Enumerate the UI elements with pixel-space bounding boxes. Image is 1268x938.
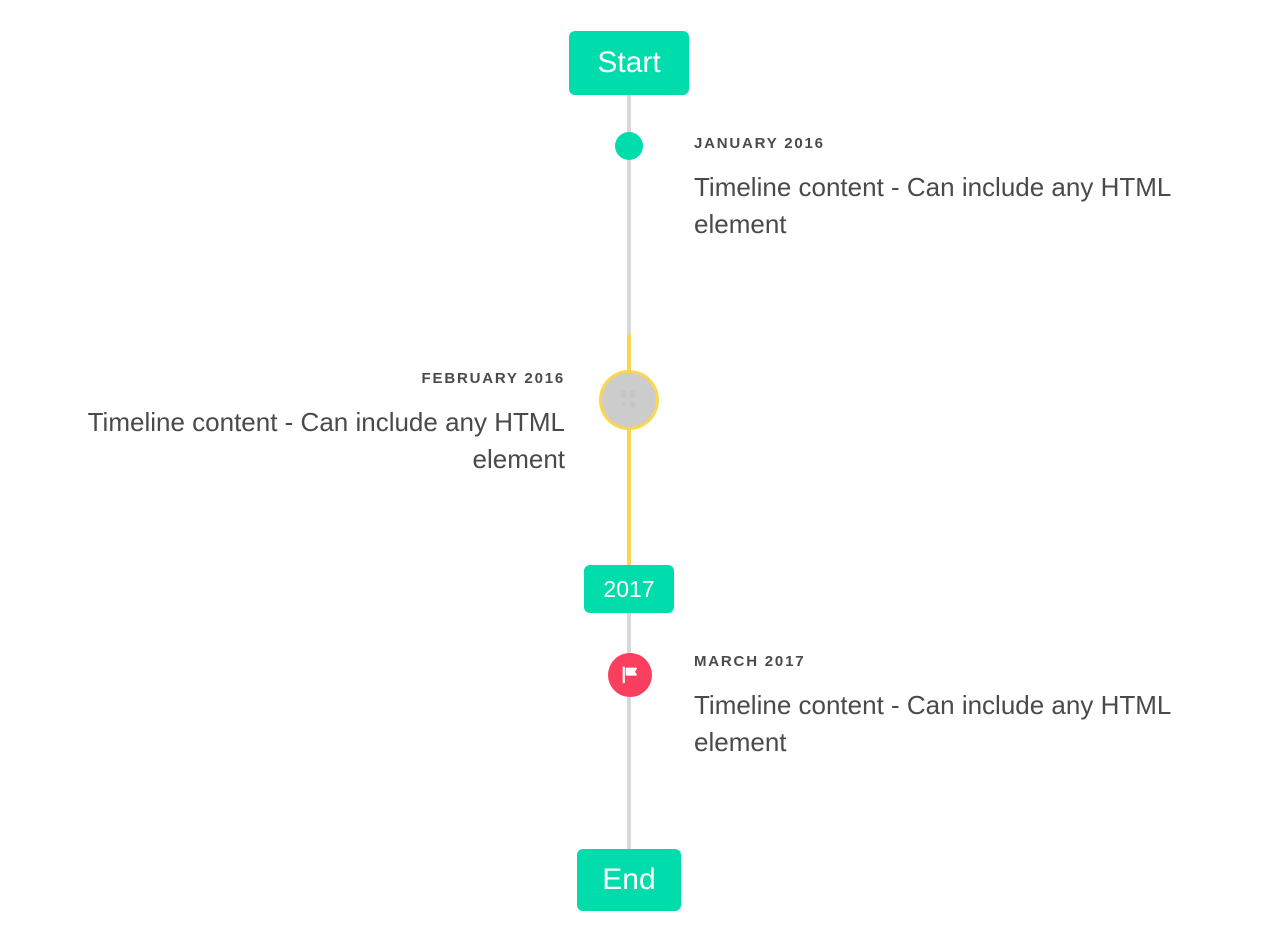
timeline-entry-february-2016: FEBRUARY 2016 Timeline content - Can inc… bbox=[25, 371, 565, 478]
timeline-marker-march-2017[interactable] bbox=[608, 653, 652, 697]
timeline-entry-body: Timeline content - Can include any HTML … bbox=[87, 407, 565, 474]
timeline-end-badge-label: End bbox=[602, 863, 656, 896]
timeline-start-badge[interactable]: Start bbox=[569, 31, 689, 95]
timeline-entry-january-2016: JANUARY 2016 Timeline content - Can incl… bbox=[694, 136, 1234, 243]
timeline-year-badge-label: 2017 bbox=[603, 575, 655, 602]
timeline-year-badge-2017[interactable]: 2017 bbox=[584, 565, 674, 613]
timeline-entry-march-2017: MARCH 2017 Timeline content - Can includ… bbox=[694, 654, 1234, 761]
timeline-entry-body: Timeline content - Can include any HTML … bbox=[694, 172, 1171, 239]
timeline-line-segment-highlighted bbox=[627, 334, 631, 565]
timeline-entry-date: MARCH 2017 bbox=[694, 653, 806, 670]
flag-icon bbox=[622, 666, 637, 684]
timeline-end-badge[interactable]: End bbox=[577, 849, 681, 911]
timeline-line-segment-top bbox=[627, 95, 631, 334]
timeline-marker-february-2016[interactable] bbox=[599, 370, 659, 430]
timeline-entry-body: Timeline content - Can include any HTML … bbox=[694, 690, 1171, 757]
timeline-marker-january-2016[interactable] bbox=[615, 132, 643, 160]
timeline-entry-date: FEBRUARY 2016 bbox=[421, 370, 565, 387]
timeline-entry-date: JANUARY 2016 bbox=[694, 135, 825, 152]
timeline-line-segment-bottom bbox=[627, 613, 631, 851]
missing-glyph-icon bbox=[620, 391, 638, 409]
timeline-start-badge-label: Start bbox=[597, 46, 661, 79]
